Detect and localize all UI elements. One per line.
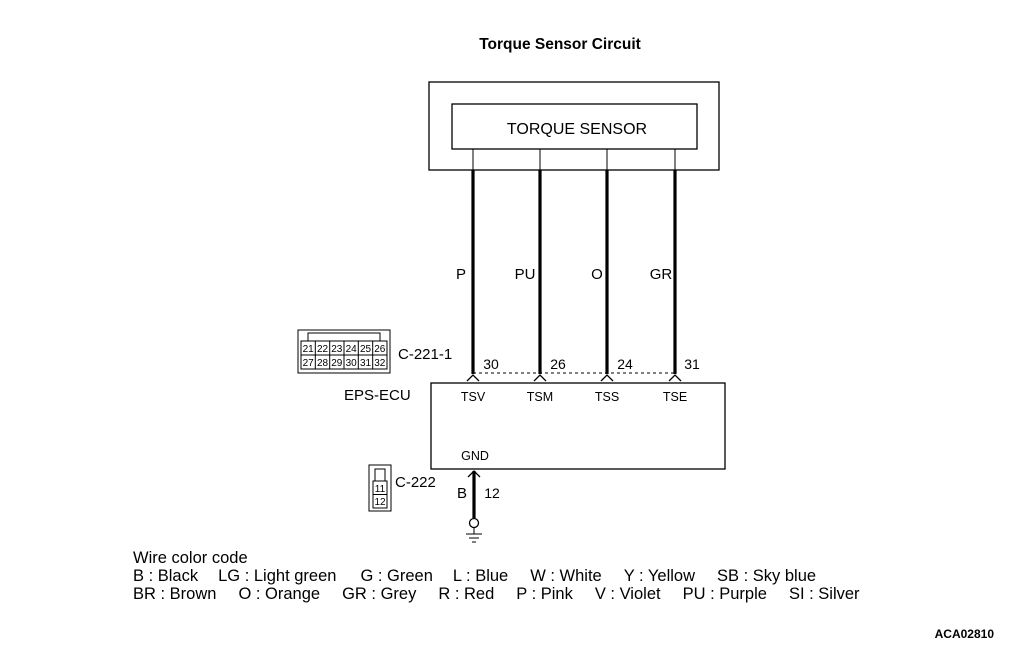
wire-color-label: P — [456, 266, 466, 283]
connector-pin: 29 — [331, 358, 343, 369]
legend-entry: V : Violet — [594, 585, 661, 603]
connector-pin: 24 — [346, 344, 358, 355]
gnd-pin-number: 12 — [484, 485, 500, 501]
diagram-title: Torque Sensor Circuit — [479, 36, 641, 53]
connector-c221-1-label: C-221-1 — [398, 346, 452, 363]
legend-entry: BR : Brown — [133, 585, 217, 603]
connector-pin: 26 — [374, 344, 386, 355]
connector-c221-1-icon: 21 22 23 24 25 26 27 28 29 30 31 32 — [297, 329, 391, 374]
connector-pin: 25 — [360, 344, 372, 355]
pin-number: 24 — [617, 356, 633, 372]
legend-row-1: B : Black LG : Light green G : Green L : Bl… — [133, 567, 860, 585]
terminal-name: TSE — [663, 390, 687, 404]
connector-pin: 32 — [374, 358, 386, 369]
connector-pin: 28 — [317, 358, 329, 369]
legend-heading: Wire color code — [133, 549, 248, 567]
connector-pin: 22 — [317, 344, 329, 355]
sensor-wires — [471, 170, 677, 374]
terminal-marks — [466, 374, 682, 382]
terminal-name: TSS — [595, 390, 619, 404]
connector-c222-label: C-222 — [395, 474, 436, 491]
terminal-name: TSV — [461, 390, 486, 404]
connector-c222-icon: 11 12 — [368, 464, 392, 512]
sensor-body — [451, 103, 698, 150]
wire-color-label: GR — [650, 266, 673, 283]
connector-pin: 30 — [346, 358, 358, 369]
legend-entry: GR : Grey — [342, 585, 417, 603]
terminal-name: TSM — [527, 390, 553, 404]
legend-entry: PU : Purple — [682, 585, 767, 603]
ground-point — [468, 517, 480, 529]
legend-entry: SI : Silver — [788, 585, 860, 603]
ground-icon — [466, 528, 482, 543]
legend-entry: R : Red — [438, 585, 495, 603]
legend-entry: L : Blue — [452, 567, 509, 585]
connector-pin: 11 — [375, 484, 386, 495]
ecu-box — [430, 382, 726, 470]
connector-pin: 21 — [303, 344, 315, 355]
pin-number: 30 — [483, 356, 499, 372]
pin-number: 26 — [550, 356, 566, 372]
legend-entry: G : Green — [360, 567, 433, 585]
sensor-housing — [428, 81, 720, 171]
connector-pin: 23 — [331, 344, 343, 355]
gnd-wire-color: B — [457, 485, 467, 502]
legend-entry: O : Orange — [238, 585, 321, 603]
legend-row-2: BR : Brown O : Orange GR : Grey R : Red P : … — [133, 585, 860, 603]
legend-entry: Y : Yellow — [623, 567, 696, 585]
wire-color-legend: Wire color code B : Black LG : Light gree… — [133, 549, 860, 603]
connector-pin: 12 — [374, 497, 386, 508]
connector-pin: 27 — [303, 358, 315, 369]
figure-id: ACA02810 — [935, 627, 995, 641]
connector-pin: 31 — [360, 358, 372, 369]
legend-entry: W : White — [530, 567, 602, 585]
wire-color-label: O — [591, 266, 603, 283]
legend-entry: B : Black — [133, 567, 199, 585]
legend-entry: SB : Sky blue — [717, 567, 817, 585]
ecu-label: EPS-ECU — [344, 387, 411, 404]
gnd-terminal-label: GND — [461, 449, 489, 463]
wire-color-label: PU — [515, 266, 536, 283]
legend-entry: P : Pink — [516, 585, 573, 603]
legend-entry: LG : Light green — [218, 567, 337, 585]
pin-number: 31 — [684, 356, 700, 372]
sensor-label: TORQUE SENSOR — [507, 121, 647, 138]
